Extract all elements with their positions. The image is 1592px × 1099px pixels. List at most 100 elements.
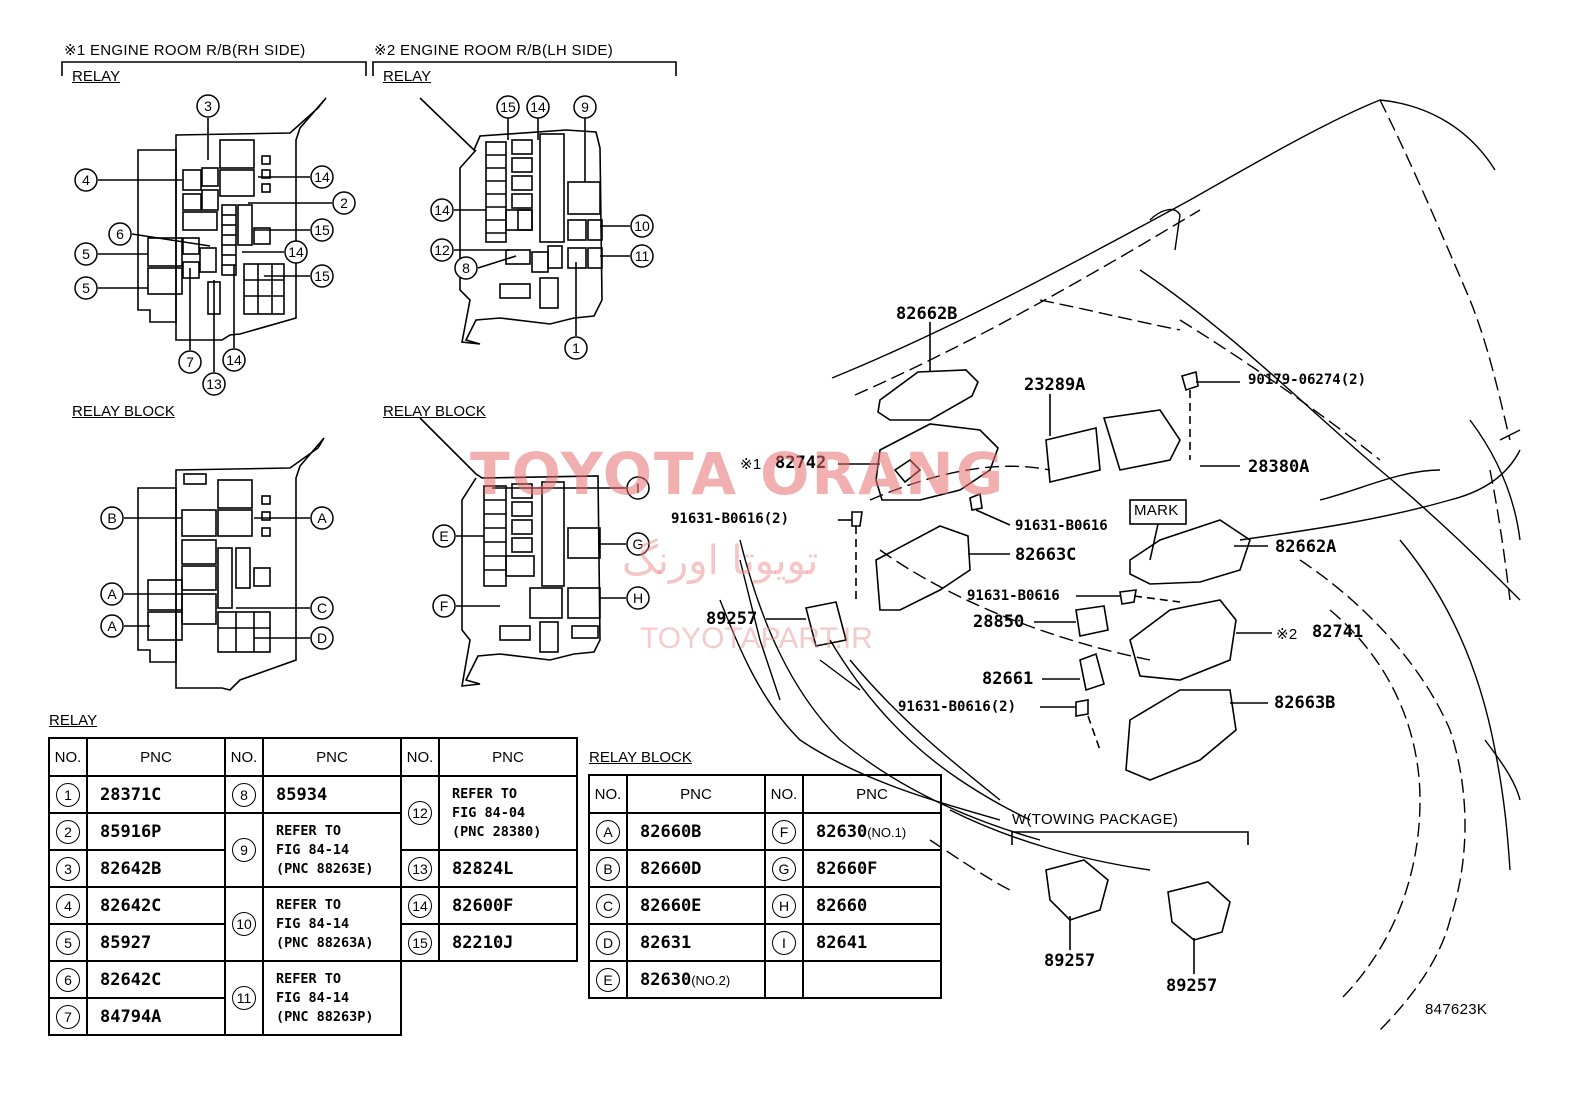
callout-label: G xyxy=(632,536,644,552)
callout-label: 14 xyxy=(226,352,242,368)
callout-label: 14 xyxy=(288,244,304,260)
block-no: H xyxy=(772,893,796,918)
callout-label: 14 xyxy=(530,99,546,115)
callout-label: A xyxy=(107,586,117,602)
relay-col-pnc-3: PNC xyxy=(438,737,578,777)
callout-label: 8 xyxy=(462,260,470,276)
part-label-23289a: 23289A xyxy=(1024,375,1086,395)
callout-circle xyxy=(626,532,650,556)
rh-section-title: ※1 ENGINE ROOM R/B(RH SIDE) xyxy=(64,42,306,59)
block-no: I xyxy=(772,930,796,955)
block-pnc: 82660D xyxy=(626,849,766,888)
relay-pnc: 82824L xyxy=(438,849,578,888)
callout-label: 15 xyxy=(500,99,516,115)
part-82741 xyxy=(1129,599,1237,681)
relay-no: 15 xyxy=(408,930,432,955)
callout-circle xyxy=(564,336,588,360)
callout-circle xyxy=(496,95,520,119)
relay-col-pnc-1: PNC xyxy=(86,737,226,777)
callout-label: E xyxy=(439,528,449,544)
part-89257-main xyxy=(805,601,847,647)
rh-relay-heading: RELAY xyxy=(72,68,121,85)
vehicle-outline-drawing xyxy=(719,99,1521,1031)
block-no: C xyxy=(596,893,620,918)
part-label-82742: 82742 xyxy=(775,453,827,473)
callout-label: 14 xyxy=(434,202,450,218)
relay-pnc: 82642B xyxy=(86,849,226,888)
lh-relay-block-heading: RELAY BLOCK xyxy=(383,403,486,420)
block-pnc xyxy=(802,960,942,999)
part-28850 xyxy=(1075,605,1109,637)
relay-no: 1 xyxy=(56,782,80,807)
part-label-82662a: 82662A xyxy=(1275,537,1337,557)
block-no: E xyxy=(596,967,620,992)
relay-no: 6 xyxy=(56,967,80,992)
part-label-89257-main: 89257 xyxy=(706,609,758,629)
callout-circle xyxy=(310,165,334,189)
callout-label: 3 xyxy=(204,98,212,114)
lh-relay-box-drawing xyxy=(419,97,603,345)
callout-label: 7 xyxy=(186,354,194,370)
block-pnc: 82660 xyxy=(802,886,942,925)
callout-label: 2 xyxy=(340,195,348,211)
block-pnc: 82660B xyxy=(626,812,766,851)
callout-circle xyxy=(454,256,478,280)
callout-circle xyxy=(100,582,124,606)
callout-circle xyxy=(74,168,98,192)
relay-no: 9 xyxy=(232,838,256,862)
callout-circle xyxy=(430,238,454,262)
callout-label: 10 xyxy=(634,218,650,234)
callout-label: A xyxy=(107,618,117,634)
part-label-89257-tow2: 89257 xyxy=(1166,976,1218,996)
relay-col-no-1: NO. xyxy=(48,737,88,777)
relay-no: 13 xyxy=(408,856,432,881)
relay-no: 14 xyxy=(408,893,432,918)
part-82662a xyxy=(1129,519,1251,585)
block-col-pnc-1: PNC xyxy=(626,774,766,814)
relay-pnc: 85916P xyxy=(86,812,226,851)
part-label-82663c: 82663C xyxy=(1015,545,1077,565)
relay-no: 2 xyxy=(56,819,80,844)
callout-circle xyxy=(310,596,334,620)
part-box-82742 xyxy=(875,423,999,501)
block-pnc: 82660E xyxy=(626,886,766,925)
relay-no: 8 xyxy=(232,782,256,807)
relay-no: 12 xyxy=(408,801,432,825)
callout-label: H xyxy=(632,590,644,606)
callout-circle xyxy=(222,348,246,372)
part-label-82741-mark: ※2 xyxy=(1276,626,1298,643)
part-label-82663b: 82663B xyxy=(1274,693,1336,713)
callout-circle xyxy=(310,218,334,242)
part-label-82662b: 82662B xyxy=(896,304,958,324)
figure-code: 847623K xyxy=(1425,1001,1488,1018)
callout-label: 6 xyxy=(116,226,124,242)
callout-label: 5 xyxy=(82,280,90,296)
relay-pnc: 84794A xyxy=(86,997,226,1036)
block-no: G xyxy=(772,856,796,881)
callout-circle xyxy=(310,506,334,530)
callout-label: 12 xyxy=(434,242,450,258)
watermark-text: TOYOTA ORANG xyxy=(470,440,1006,508)
callout-circle xyxy=(626,476,650,500)
relay-table: NO. PNC NO. PNC NO. PNC 1 28371C 8 85934… xyxy=(48,737,578,1036)
callout-label: A xyxy=(317,510,327,526)
part-cover-82662b xyxy=(877,369,979,421)
relay-pnc: 28371C xyxy=(86,775,226,814)
callout-circle xyxy=(100,506,124,530)
relay-block-table-title: RELAY BLOCK xyxy=(589,749,692,766)
relay-no: 10 xyxy=(232,912,256,936)
block-no: D xyxy=(596,930,620,955)
part-label-90179: 90179-06274(2) xyxy=(1248,372,1367,388)
callout-circle xyxy=(630,244,654,268)
part-label-89257-tow1: 89257 xyxy=(1044,951,1096,971)
relay-pnc: 85927 xyxy=(86,923,226,962)
block-pnc: 82641 xyxy=(802,923,942,962)
callout-circle xyxy=(630,214,654,238)
relay-no: 11 xyxy=(232,986,256,1010)
callout-circle xyxy=(310,264,334,288)
part-label-91631-d: 91631-B0616(2) xyxy=(898,699,1017,715)
relay-pnc: 85934 xyxy=(262,775,402,814)
callout-circle xyxy=(332,191,356,215)
